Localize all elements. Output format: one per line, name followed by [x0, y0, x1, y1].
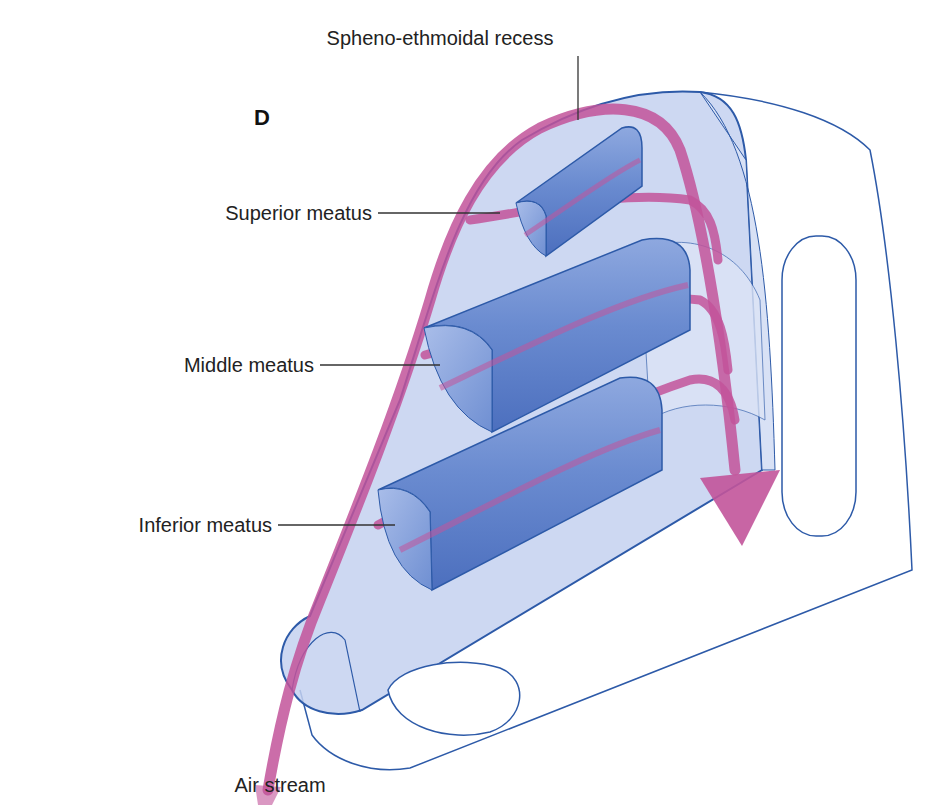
part-label: Spheno-ethmoidal recess: [327, 27, 554, 49]
part-label: Air stream: [234, 774, 325, 796]
nostril: [388, 662, 520, 735]
superior-concha: [516, 127, 642, 256]
leader-line: [278, 56, 578, 525]
inferior-concha: [378, 377, 662, 590]
part-label: Inferior meatus: [139, 514, 272, 536]
part-label: D: [254, 106, 270, 130]
part-label: Middle meatus: [184, 354, 314, 376]
choana-outline: [782, 236, 856, 536]
part-label: Superior meatus: [225, 202, 372, 224]
air-stream-arrowhead: [700, 470, 780, 546]
